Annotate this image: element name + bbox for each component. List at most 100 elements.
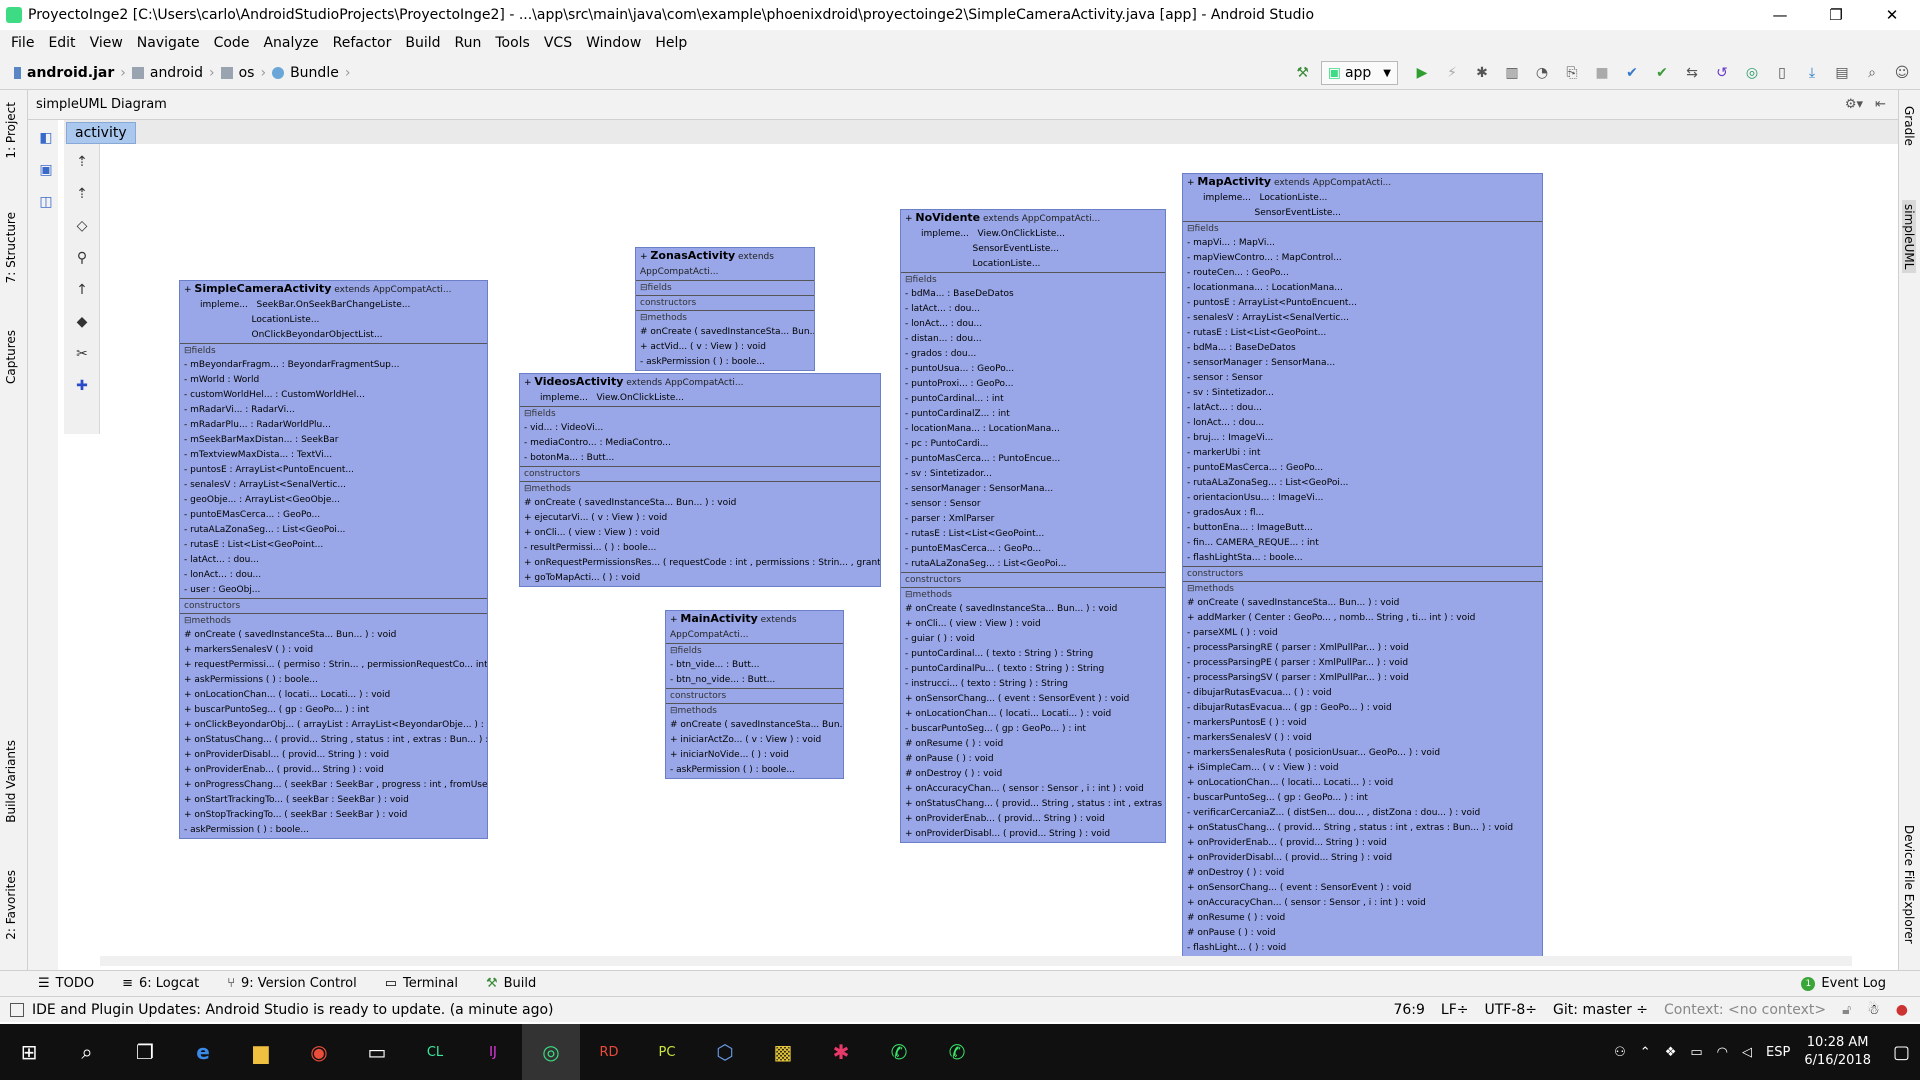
minimize-button[interactable]: — bbox=[1772, 6, 1788, 24]
lock-icon[interactable]: 🔓︎ bbox=[1842, 1001, 1852, 1018]
file-encoding[interactable]: UTF-8÷ bbox=[1484, 1001, 1538, 1018]
menu-run[interactable]: Run bbox=[454, 35, 482, 51]
dropbox-icon[interactable]: ❖ bbox=[1664, 1044, 1677, 1060]
search-icon[interactable]: ⌕ bbox=[1868, 65, 1876, 81]
tab-favorites[interactable]: 2: Favorites bbox=[4, 870, 18, 940]
project-structure-icon[interactable]: ▤ bbox=[1835, 65, 1849, 81]
coverage-icon[interactable]: ▥ bbox=[1505, 65, 1519, 81]
people-icon[interactable]: ⚇ bbox=[1614, 1044, 1626, 1060]
intellij-icon[interactable]: IJ bbox=[489, 1044, 497, 1060]
uml-class-map[interactable]: + MapActivity extends AppCompatActi...im… bbox=[1182, 173, 1543, 956]
menu-window[interactable]: Window bbox=[586, 35, 642, 51]
pycharm-icon[interactable]: PC bbox=[658, 1044, 676, 1060]
make-project-hammer-icon[interactable]: ⚒ bbox=[1296, 65, 1309, 81]
uml-class-simplecamera[interactable]: + SimpleCameraActivity extends AppCompat… bbox=[179, 280, 488, 839]
recordbox-icon[interactable]: ✱ bbox=[832, 1040, 850, 1064]
status-toggle-icon[interactable] bbox=[10, 1002, 24, 1017]
android-studio-taskbar-icon[interactable]: ◎ bbox=[522, 1024, 580, 1080]
pin-icon[interactable]: ⚲ bbox=[76, 250, 88, 266]
app-icon[interactable]: ▩ bbox=[773, 1040, 793, 1064]
chevron-up-icon[interactable]: ⌃ bbox=[1639, 1044, 1651, 1060]
filled-diamond-icon[interactable]: ◆ bbox=[76, 314, 88, 330]
battery-icon[interactable]: ▭ bbox=[1690, 1044, 1703, 1060]
scissors-icon[interactable]: ✂ bbox=[76, 346, 88, 362]
uml-class-zonas[interactable]: + ZonasActivity extends AppCompatActi...… bbox=[635, 247, 815, 371]
line-separator[interactable]: LF÷ bbox=[1440, 1001, 1469, 1018]
profile-icon[interactable]: ◔ bbox=[1535, 65, 1549, 81]
clock[interactable]: 10:28 AM 6/16/2018 bbox=[1804, 1034, 1871, 1070]
tab-gradle[interactable]: Gradle bbox=[1902, 106, 1916, 146]
gear-icon[interactable]: ⚙▾ bbox=[1844, 97, 1864, 112]
clion-icon[interactable]: CL bbox=[426, 1044, 444, 1060]
breadcrumb-android[interactable]: android bbox=[128, 65, 207, 81]
wifi-icon[interactable]: ◠ bbox=[1716, 1044, 1728, 1060]
tab-captures[interactable]: Captures bbox=[4, 330, 18, 384]
tab-todo[interactable]: ☰TODO bbox=[24, 976, 108, 991]
breadcrumb-os[interactable]: os bbox=[217, 65, 259, 81]
tab-device-file-explorer[interactable]: Device File Explorer bbox=[1902, 825, 1916, 944]
uml-canvas[interactable]: + SimpleCameraActivity extends AppCompat… bbox=[100, 148, 1852, 956]
debug-icon[interactable]: ✱ bbox=[1476, 65, 1488, 81]
search-icon[interactable]: ⌕ bbox=[81, 1040, 93, 1064]
virtualbox-icon[interactable]: ⬡ bbox=[716, 1040, 734, 1064]
arrow-up-thin-icon[interactable]: ↑ bbox=[76, 282, 88, 298]
tab-project[interactable]: 1: Project bbox=[4, 102, 18, 159]
menu-help[interactable]: Help bbox=[655, 35, 688, 51]
whatsapp-icon-2[interactable]: ✆ bbox=[948, 1040, 966, 1064]
menu-vcs[interactable]: VCS bbox=[543, 35, 573, 51]
diagram-icon[interactable]: ◧ bbox=[39, 130, 53, 146]
edge-icon[interactable]: e bbox=[196, 1040, 210, 1064]
inspector-icon[interactable]: ☃ bbox=[1867, 1001, 1880, 1018]
uml-class-main[interactable]: + MainActivity extends AppCompatActi...⊟… bbox=[665, 610, 844, 779]
caret-position[interactable]: 76:9 bbox=[1393, 1001, 1425, 1018]
arrow-up-dashed-icon[interactable]: ⇡ bbox=[76, 186, 88, 202]
maximize-button[interactable]: ❐ bbox=[1829, 6, 1843, 24]
save-icon[interactable]: ▣ bbox=[39, 162, 53, 178]
uml-class-novidente[interactable]: + NoVidente extends AppCompatActi...impl… bbox=[900, 209, 1166, 843]
run-icon[interactable]: ▶ bbox=[1416, 65, 1428, 81]
sdk-manager-icon[interactable]: ⤓ bbox=[1808, 65, 1816, 81]
menu-navigate[interactable]: Navigate bbox=[136, 35, 200, 51]
tab-terminal[interactable]: ▭Terminal bbox=[371, 976, 472, 991]
error-badge-icon[interactable]: ● bbox=[1895, 1001, 1908, 1018]
menu-refactor[interactable]: Refactor bbox=[332, 35, 392, 51]
stop-icon[interactable]: ■ bbox=[1595, 65, 1609, 81]
diamond-icon[interactable]: ◇ bbox=[76, 218, 88, 234]
tab-build[interactable]: ⚒Build bbox=[472, 976, 550, 991]
vcs-commit-icon[interactable]: ✔ bbox=[1656, 65, 1668, 81]
layout-icon[interactable]: ◫ bbox=[39, 194, 53, 210]
tab-activity[interactable]: activity bbox=[66, 122, 136, 144]
file-explorer-icon[interactable]: ▆ bbox=[253, 1040, 269, 1064]
menu-analyze[interactable]: Analyze bbox=[263, 35, 319, 51]
tab-simpleuml[interactable]: simpleUML bbox=[1902, 200, 1916, 274]
input-language[interactable]: ESP bbox=[1766, 1044, 1791, 1060]
vcs-compare-icon[interactable]: ⇆ bbox=[1686, 65, 1698, 81]
add-class-icon[interactable]: ✚ bbox=[76, 378, 88, 394]
vcs-update-icon[interactable]: ✔ bbox=[1626, 65, 1638, 81]
user-icon[interactable]: ☺ bbox=[1894, 65, 1910, 81]
tab-build-variants[interactable]: Build Variants bbox=[4, 740, 18, 823]
whatsapp-icon[interactable]: ✆ bbox=[890, 1040, 908, 1064]
horizontal-scrollbar[interactable] bbox=[100, 956, 1852, 966]
terminal-app-icon[interactable]: ▭ bbox=[367, 1040, 387, 1064]
tab-version-control[interactable]: ⑂9: Version Control bbox=[213, 976, 371, 991]
rider-icon[interactable]: RD bbox=[599, 1044, 619, 1060]
git-branch[interactable]: Git: master ÷ bbox=[1553, 1001, 1648, 1018]
menu-tools[interactable]: Tools bbox=[495, 35, 530, 51]
menu-view[interactable]: View bbox=[89, 35, 123, 51]
tab-logcat[interactable]: ≡6: Logcat bbox=[108, 976, 213, 991]
arrow-up-icon[interactable]: ⇡ bbox=[76, 154, 88, 170]
menu-file[interactable]: File bbox=[11, 35, 35, 51]
avd-manager-icon[interactable]: ▯ bbox=[1778, 65, 1786, 81]
volume-icon[interactable]: ◁ bbox=[1742, 1044, 1752, 1060]
close-button[interactable]: ✕ bbox=[1885, 6, 1899, 24]
breadcrumb-bundle[interactable]: Bundle bbox=[268, 65, 343, 81]
status-message[interactable]: IDE and Plugin Updates: Android Studio i… bbox=[32, 1001, 554, 1018]
apply-changes-icon[interactable]: ⚡ bbox=[1447, 65, 1457, 81]
sync-gradle-icon[interactable]: ◎ bbox=[1745, 65, 1759, 81]
breadcrumb-jar[interactable]: android.jar bbox=[10, 65, 118, 81]
attach-debugger-icon[interactable]: ⎘ bbox=[1566, 65, 1578, 81]
task-view-icon[interactable]: ❐ bbox=[136, 1040, 154, 1064]
notifications-icon[interactable]: ▢ bbox=[1892, 1041, 1910, 1063]
windows-start-icon[interactable]: ⊞ bbox=[20, 1040, 38, 1064]
